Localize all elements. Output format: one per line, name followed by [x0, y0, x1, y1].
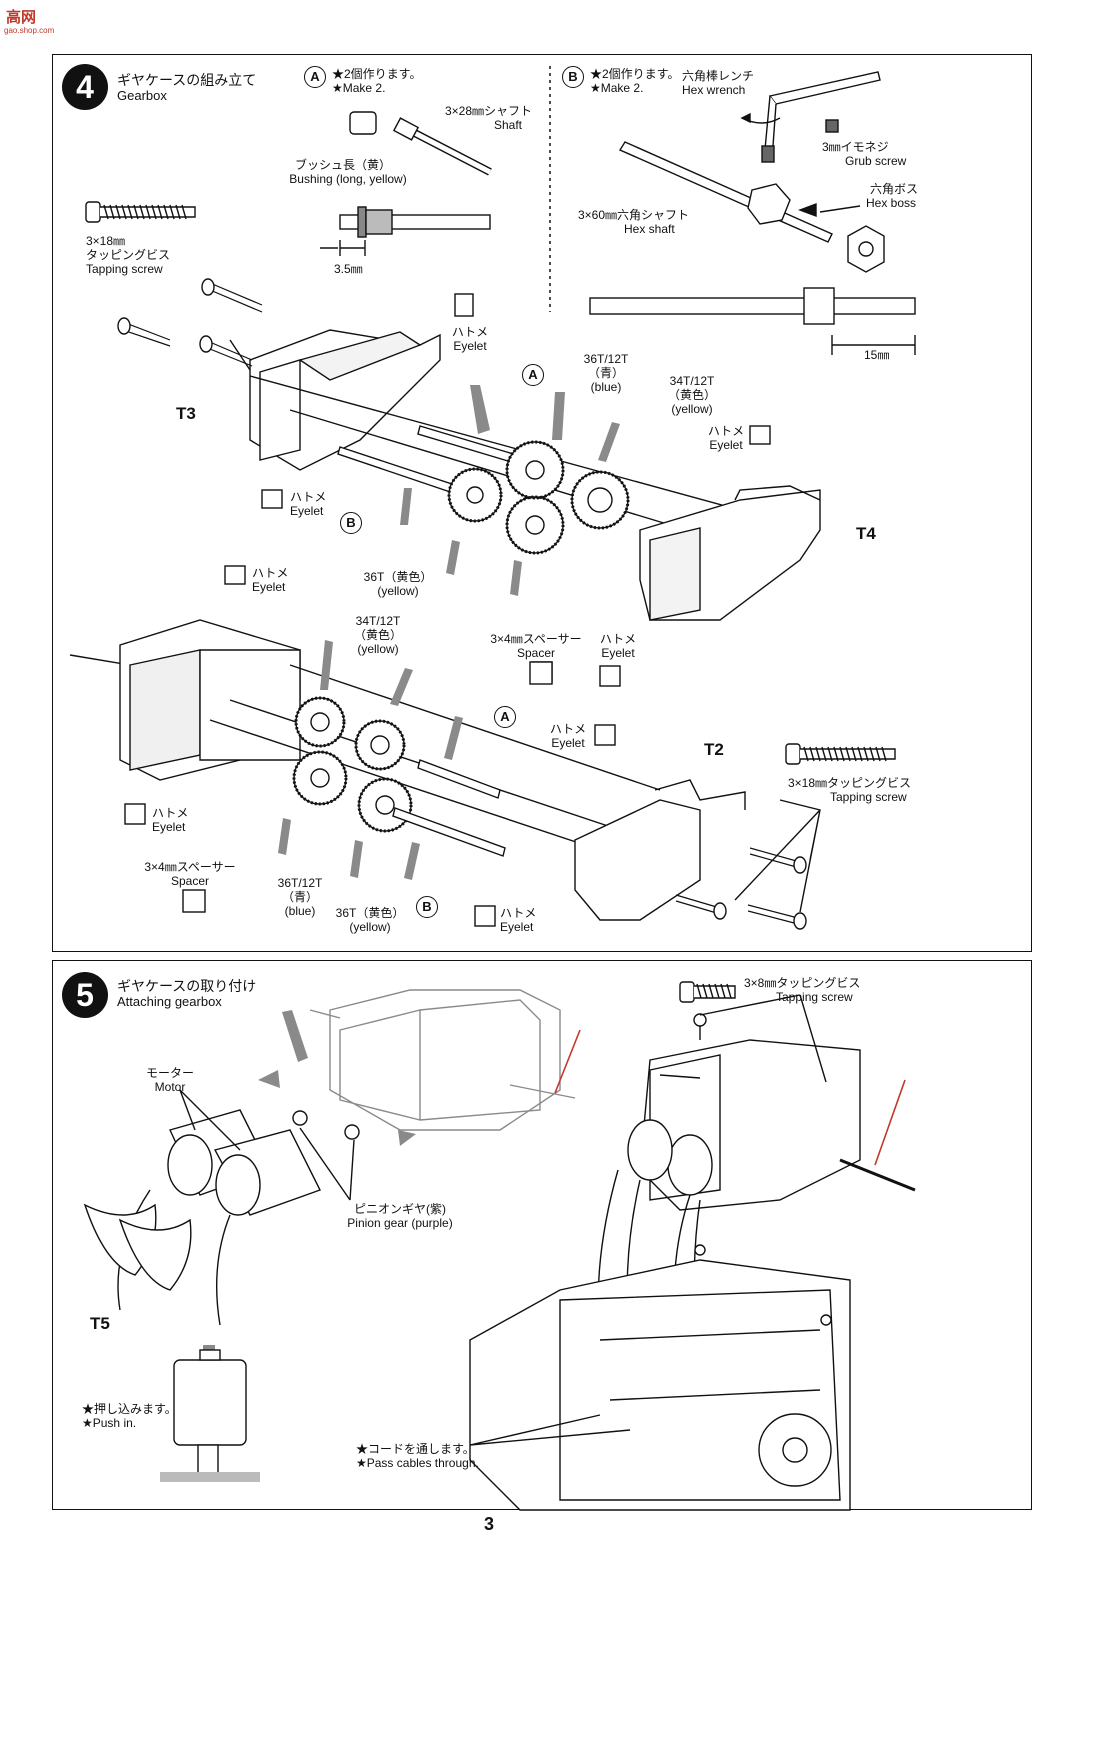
- b-shaft-en: Hex shaft: [624, 222, 675, 236]
- step4-title-en: Gearbox: [117, 88, 167, 103]
- pinion-label-en: Pinion gear (purple): [347, 1216, 453, 1230]
- b-shaft-jp: 3×60㎜六角シャフト: [578, 208, 690, 222]
- step4-title-jp: ギヤケースの組み立て: [117, 72, 257, 88]
- eyelet-label-7-en: Eyelet: [152, 820, 186, 834]
- spacer-label-2-jp: 3×4㎜スペーサー: [144, 860, 236, 874]
- gear-36-12-blue-bot-b: （青）: [281, 890, 318, 904]
- eyelet-label-1-jp: ハトメ: [451, 325, 489, 339]
- eyelet-label-1-en: Eyelet: [453, 339, 487, 353]
- spacer-label-1-en: Spacer: [516, 646, 556, 660]
- a-bushing-en: Bushing (long, yellow): [289, 172, 407, 186]
- eyelet-label-3-en: Eyelet: [290, 504, 324, 518]
- tapping-screw-en: Tapping screw: [86, 262, 163, 276]
- gear-34-12-yellow-bot-b: （黄色）: [353, 628, 402, 642]
- tag-t4: T4: [856, 524, 876, 543]
- tag-t5: T5: [90, 1314, 110, 1333]
- eyelet-label-7-jp: ハトメ: [152, 806, 189, 820]
- mark-b-2: B: [416, 896, 438, 918]
- mark-a-1: A: [522, 364, 544, 386]
- gear-34-12-yellow-bot-c: (yellow): [357, 642, 399, 656]
- eyelet-label-5-jp: ハトメ: [599, 632, 637, 646]
- gear-36-yellow-bot-a: 36T（黄色）: [335, 906, 405, 920]
- b-wrench-jp: 六角棒レンチ: [682, 69, 755, 83]
- b-grub-en: Grub screw: [845, 154, 907, 168]
- motor-label-en: Motor: [154, 1080, 186, 1094]
- bushing-part: [349, 111, 377, 135]
- tapping-screw-size: 3×18㎜: [86, 234, 126, 248]
- a-shaft-en: Shaft: [493, 118, 522, 132]
- pinion-label-jp: ピニオンギヤ(紫): [354, 1202, 446, 1216]
- mark-b-top: B: [562, 66, 584, 88]
- a-shaft-jp: 3×28㎜シャフト: [444, 104, 532, 118]
- eyelet-label-2-en: Eyelet: [709, 438, 743, 452]
- gear-34-12-yellow-top-c: (yellow): [671, 402, 713, 416]
- tapping-screw-jp: タッピングビス: [86, 248, 171, 262]
- eyelet-label-8-en: Eyelet: [500, 920, 534, 934]
- watermark-sub: gao.shop.com: [4, 26, 55, 35]
- gear-34-12-yellow-top-a: 34T/12T: [669, 374, 715, 388]
- b-grub-jp: 3㎜イモネジ: [822, 140, 889, 154]
- a-make-jp: ★2個作ります。: [332, 67, 422, 81]
- cable-note-jp: ★コードを通します。: [356, 1442, 475, 1456]
- spacer-label-2-en: Spacer: [170, 874, 210, 888]
- tapping-screw-2-jp: 3×18㎜タッピングビス: [788, 776, 912, 790]
- step5-title-jp: ギヤケースの取り付け: [117, 978, 257, 994]
- watermark-logo: 高网: [6, 9, 37, 26]
- gear-36-12-blue-top-b: （青）: [587, 366, 624, 380]
- gear-36-12-blue-bot-c: (blue): [284, 904, 316, 918]
- gear-34-12-yellow-top-b: （黄色）: [667, 388, 716, 402]
- a-make-en: ★Make 2.: [332, 81, 386, 95]
- gear-36-yellow-b: (yellow): [377, 584, 419, 598]
- tapping-screw-2-en: Tapping screw: [830, 790, 907, 804]
- cable-note-en: ★Pass cables through.: [356, 1456, 479, 1470]
- push-in-en: ★Push in.: [82, 1416, 137, 1430]
- a-bushing-jp: ブッシュ長（黄）: [294, 158, 391, 172]
- b-boss-jp: 六角ボス: [870, 182, 919, 196]
- b-boss-en: Hex boss: [866, 196, 917, 210]
- gear-36-12-blue-top-a: 36T/12T: [583, 352, 629, 366]
- gear-36-12-blue-top-c: (blue): [590, 380, 622, 394]
- gear-36-yellow-a: 36T（黄色）: [363, 570, 433, 584]
- step5-number: 5: [62, 972, 108, 1018]
- eyelet-label-5-en: Eyelet: [601, 646, 635, 660]
- mark-a-top: A: [304, 66, 326, 88]
- screw-label-en: Tapping screw: [776, 990, 853, 1004]
- eyelet-label-8-jp: ハトメ: [500, 906, 537, 920]
- b-make-jp: ★2個作ります。: [590, 67, 680, 81]
- b-wrench-en: Hex wrench: [682, 83, 746, 97]
- b-dim: 15㎜: [864, 348, 890, 362]
- gear-34-12-yellow-bot-a: 34T/12T: [355, 614, 401, 628]
- gear-36-yellow-bot-b: (yellow): [349, 920, 391, 934]
- a-dim: 3.5㎜: [334, 262, 363, 276]
- eyelet-label-3-jp: ハトメ: [290, 490, 327, 504]
- eyelet-label-2-jp: ハトメ: [707, 424, 745, 438]
- eyelet-label-6-en: Eyelet: [551, 736, 585, 750]
- push-in-jp: ★押し込みます。: [82, 1402, 177, 1416]
- step4-panel: [52, 54, 1032, 952]
- screw-label-jp: 3×8㎜タッピングビス: [744, 976, 861, 990]
- motor-label-jp: モーター: [145, 1066, 194, 1080]
- b-make-en: ★Make 2.: [590, 81, 644, 95]
- step5-title-en: Attaching gearbox: [117, 994, 222, 1009]
- tag-t3: T3: [176, 404, 196, 423]
- mark-b-1: B: [340, 512, 362, 534]
- eyelet-label-6-jp: ハトメ: [549, 722, 587, 736]
- tag-t2: T2: [704, 740, 724, 759]
- eyelet-label-4-en: Eyelet: [252, 580, 286, 594]
- eyelet-label-4-jp: ハトメ: [252, 566, 289, 580]
- step4-number: 4: [62, 64, 108, 110]
- gear-36-12-blue-bot-a: 36T/12T: [277, 876, 323, 890]
- mark-a-2: A: [494, 706, 516, 728]
- spacer-label-1-jp: 3×4㎜スペーサー: [490, 632, 582, 646]
- page-number: 3: [484, 1514, 495, 1534]
